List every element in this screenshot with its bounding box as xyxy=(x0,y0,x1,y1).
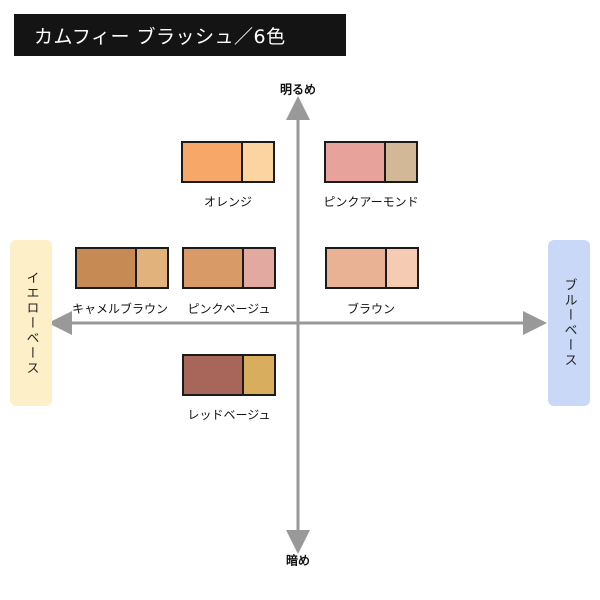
palette-red-beige xyxy=(182,354,276,396)
yellow-base-box: イエローベース xyxy=(10,240,52,406)
palette-pink-beige xyxy=(182,247,276,289)
palette-pink-almond-main-swatch xyxy=(326,143,384,181)
blue-base-box: ブルーベース xyxy=(548,240,590,406)
palette-brown-sub-swatch xyxy=(387,249,417,287)
palette-pink-almond-sub-swatch xyxy=(386,143,416,181)
palette-pink-beige-sub-swatch xyxy=(244,249,274,287)
palette-brown xyxy=(325,247,419,289)
palette-red-beige-label: レッドベージュ xyxy=(187,408,271,422)
palette-pink-beige-label: ピンクベージュ xyxy=(187,302,271,316)
palette-camel-brown-sub-swatch xyxy=(137,249,167,287)
page-title: カムフィー ブラッシュ／6色 xyxy=(14,14,346,56)
yellow-base-label: イエローベース xyxy=(23,270,39,376)
palette-camel-brown xyxy=(75,247,169,289)
palette-pink-almond-label: ピンクアーモンド xyxy=(323,195,419,209)
palette-brown-label: ブラウン xyxy=(346,302,396,316)
palette-camel-brown-label: キャメルブラウン xyxy=(71,302,169,316)
palette-pink-almond xyxy=(324,141,418,183)
axis-label-dark: 暗め xyxy=(285,553,311,568)
palette-camel-brown-main-swatch xyxy=(77,249,135,287)
palette-orange xyxy=(181,141,275,183)
palette-red-beige-main-swatch xyxy=(184,356,242,394)
blue-base-label: ブルーベース xyxy=(561,278,577,368)
palette-orange-main-swatch xyxy=(183,143,241,181)
palette-brown-main-swatch xyxy=(327,249,385,287)
palette-pink-beige-main-swatch xyxy=(184,249,242,287)
page-title-text: カムフィー ブラッシュ／6色 xyxy=(34,25,286,48)
palette-orange-label: オレンジ xyxy=(203,195,253,209)
palette-red-beige-sub-swatch xyxy=(244,356,274,394)
palette-orange-sub-swatch xyxy=(243,143,273,181)
axis-label-bright: 明るめ xyxy=(279,82,317,97)
